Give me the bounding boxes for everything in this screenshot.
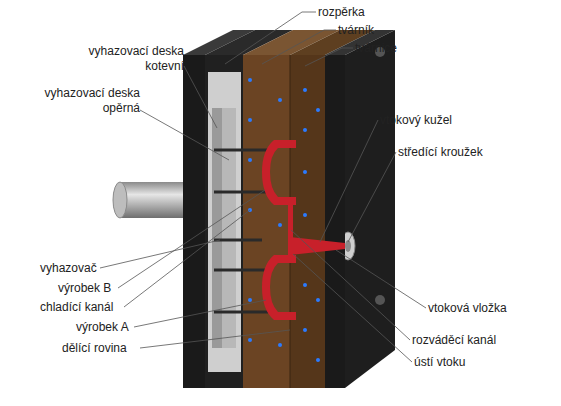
part-label: ústí vtoku (414, 355, 465, 370)
part-label: tvárnice (355, 41, 397, 56)
part-label: tvárník (338, 23, 374, 38)
part-label: chladící kanál (40, 300, 113, 315)
part-label: výrobek B (58, 281, 111, 296)
plastic-parts (262, 140, 345, 320)
part-label: výrobek A (76, 320, 129, 335)
part-label: rozpěrka (318, 5, 365, 20)
part-label: vtoková vložka (428, 301, 507, 316)
part-label: rozváděcí kanál (412, 333, 496, 348)
part-label: vyhazovací deska kotevní (62, 44, 184, 74)
part-label: vyhazovací deska opěrná (18, 86, 140, 116)
part-label: vyhazovač (40, 261, 97, 276)
mold-section (183, 55, 345, 388)
part-label: dělící rovina (62, 341, 127, 356)
cooling-channels (248, 78, 320, 362)
mold-right-face (341, 30, 395, 388)
part-label: vtokový kužel (380, 113, 452, 128)
part-label: středící kroužek (398, 145, 483, 160)
